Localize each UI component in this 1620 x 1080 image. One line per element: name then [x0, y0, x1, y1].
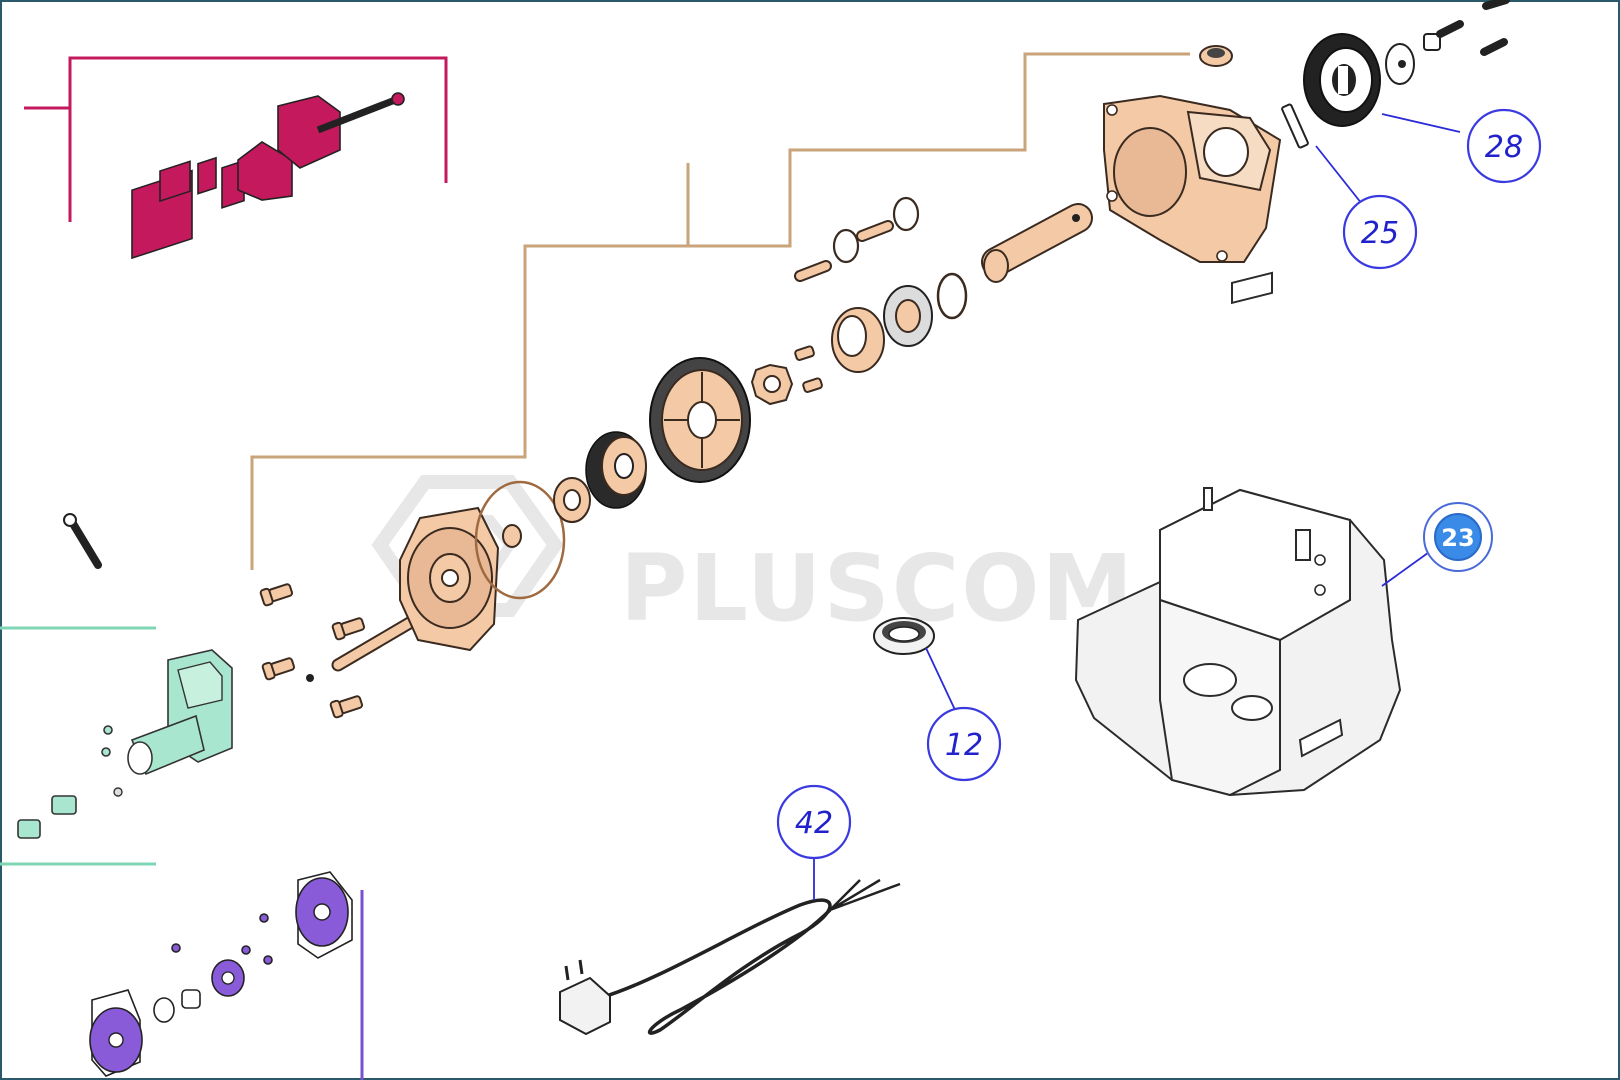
drive-shaft [981, 203, 1093, 283]
spacer-pin [331, 611, 425, 672]
leader-23 [1381, 549, 1433, 587]
pinion-gear-28 [1303, 33, 1381, 127]
output-gear [649, 357, 751, 483]
ball-bearing [883, 285, 933, 347]
group-bracket-board [24, 56, 448, 222]
callout-25: 25 [1342, 194, 1418, 270]
callout-42-label: 42 [795, 806, 833, 841]
group-bracket-motor [0, 626, 156, 866]
bearing [553, 477, 591, 523]
small-bushing [502, 524, 522, 548]
base-housing-23 [1074, 271, 1402, 797]
gearbox-housing [1103, 94, 1282, 263]
bushing-ring [831, 307, 885, 373]
leader-25 [1315, 145, 1363, 205]
leader-28 [1381, 113, 1461, 133]
leader-12 [925, 647, 957, 713]
star-coupling [750, 345, 823, 406]
gear-cover-plate [399, 506, 500, 652]
callout-23: 23 [1423, 502, 1493, 572]
key-part-25 [1281, 103, 1309, 149]
o-ring [474, 480, 566, 600]
group-bracket-gearbox [250, 52, 1190, 570]
control-board-assembly [131, 92, 405, 260]
snap-ring [936, 272, 968, 320]
motor-bracket [17, 649, 233, 839]
dowel-pins [794, 220, 894, 282]
callout-12-label: 12 [945, 728, 983, 763]
top-hardware [1385, 0, 1510, 85]
washer-small-2 [892, 196, 920, 232]
cap-top [1199, 45, 1233, 67]
power-cable-42 [559, 878, 901, 1036]
screw-left [63, 513, 102, 569]
callout-28: 28 [1466, 108, 1542, 184]
callout-25-label: 25 [1361, 216, 1399, 251]
watermark-text: PLUSCOM [620, 535, 1135, 642]
encoder-disc-assembly [89, 871, 353, 1077]
cable-grommet-12 [873, 617, 935, 655]
washer-small [832, 228, 860, 264]
callout-23-label: 23 [1441, 524, 1474, 552]
cover-screws [259, 583, 365, 719]
callout-42: 42 [776, 784, 852, 860]
callout-28-label: 28 [1485, 130, 1523, 165]
worm-gear [585, 431, 647, 509]
callout-12: 12 [926, 706, 1002, 782]
